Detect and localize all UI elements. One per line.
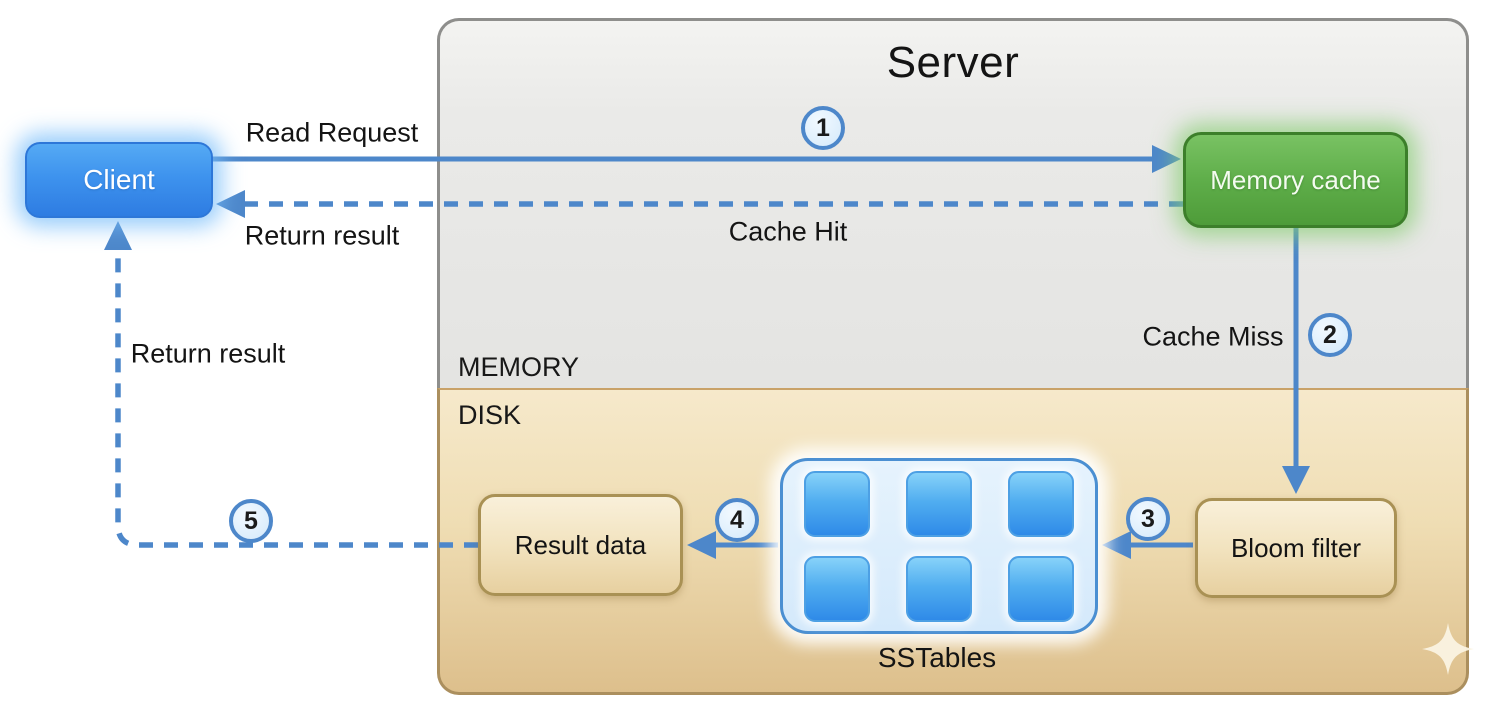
client-node-label: Client <box>83 164 155 195</box>
sstables-node <box>780 458 1098 634</box>
step-badge-5: 5 <box>229 499 273 543</box>
sstable-block <box>804 555 870 622</box>
return-result-left-label: Return result <box>130 338 286 369</box>
read-request-label: Read Request <box>245 117 419 148</box>
edge-cache-hit-return <box>216 190 1183 218</box>
sstable-block <box>906 470 972 537</box>
cache-hit-label: Cache Hit <box>728 216 848 247</box>
memory-cache-node: Memory cache <box>1183 132 1408 228</box>
step-badge-1: 1 <box>801 106 845 150</box>
step-badge-2: 2 <box>1308 313 1352 357</box>
memory-region-label: MEMORY <box>458 352 580 382</box>
bloom-filter-node-label: Bloom filter <box>1230 532 1362 563</box>
sstable-block <box>906 555 972 622</box>
server-title: Server <box>886 38 1020 87</box>
sstables-label: SSTables <box>877 642 997 673</box>
sstable-block <box>1008 470 1074 537</box>
edge-read-request <box>213 145 1181 173</box>
step-badge-4: 4 <box>715 498 759 542</box>
client-node: Client <box>25 142 213 218</box>
sstable-block <box>1008 555 1074 622</box>
edge-result-to-client <box>104 221 478 548</box>
cache-miss-label: Cache Miss <box>1142 321 1284 352</box>
result-data-node: Result data <box>478 494 683 596</box>
bloom-filter-node: Bloom filter <box>1195 498 1397 598</box>
disk-region-label: DISK <box>458 400 522 430</box>
sparkle-icon <box>1422 623 1474 675</box>
sstable-block <box>804 470 870 537</box>
return-result-top-label: Return result <box>244 220 400 251</box>
memory-cache-node-label: Memory cache <box>1210 164 1381 195</box>
edge-sstables-to-result <box>687 531 778 559</box>
edge-bloom-to-sstables <box>1102 531 1193 559</box>
edge-cache-miss <box>1282 228 1310 494</box>
step-badge-3: 3 <box>1126 497 1170 541</box>
result-data-node-label: Result data <box>514 529 647 560</box>
